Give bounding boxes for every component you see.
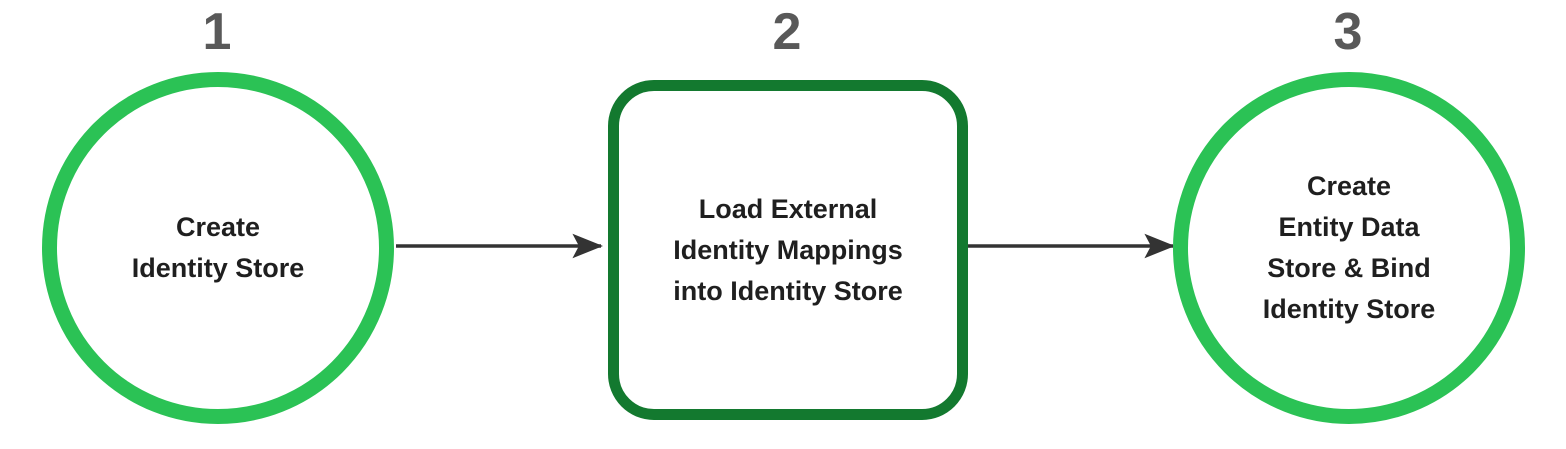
step-number-1: 1 [202, 3, 232, 61]
step-node-2-label: Load External Identity Mappings into Ide… [673, 193, 903, 306]
step-node-3[interactable]: Create Entity Data Store & Bind Identity… [1173, 72, 1525, 424]
step-node-2[interactable]: Load External Identity Mappings into Ide… [608, 80, 968, 420]
step-number-2: 2 [772, 3, 802, 61]
step-node-3-label: Create Entity Data Store & Bind Identity… [1262, 171, 1436, 324]
step-number-3: 3 [1333, 3, 1363, 61]
step-node-1[interactable]: Create Identity Store [42, 72, 394, 424]
step-node-1-label: Create Identity Store [131, 212, 305, 283]
